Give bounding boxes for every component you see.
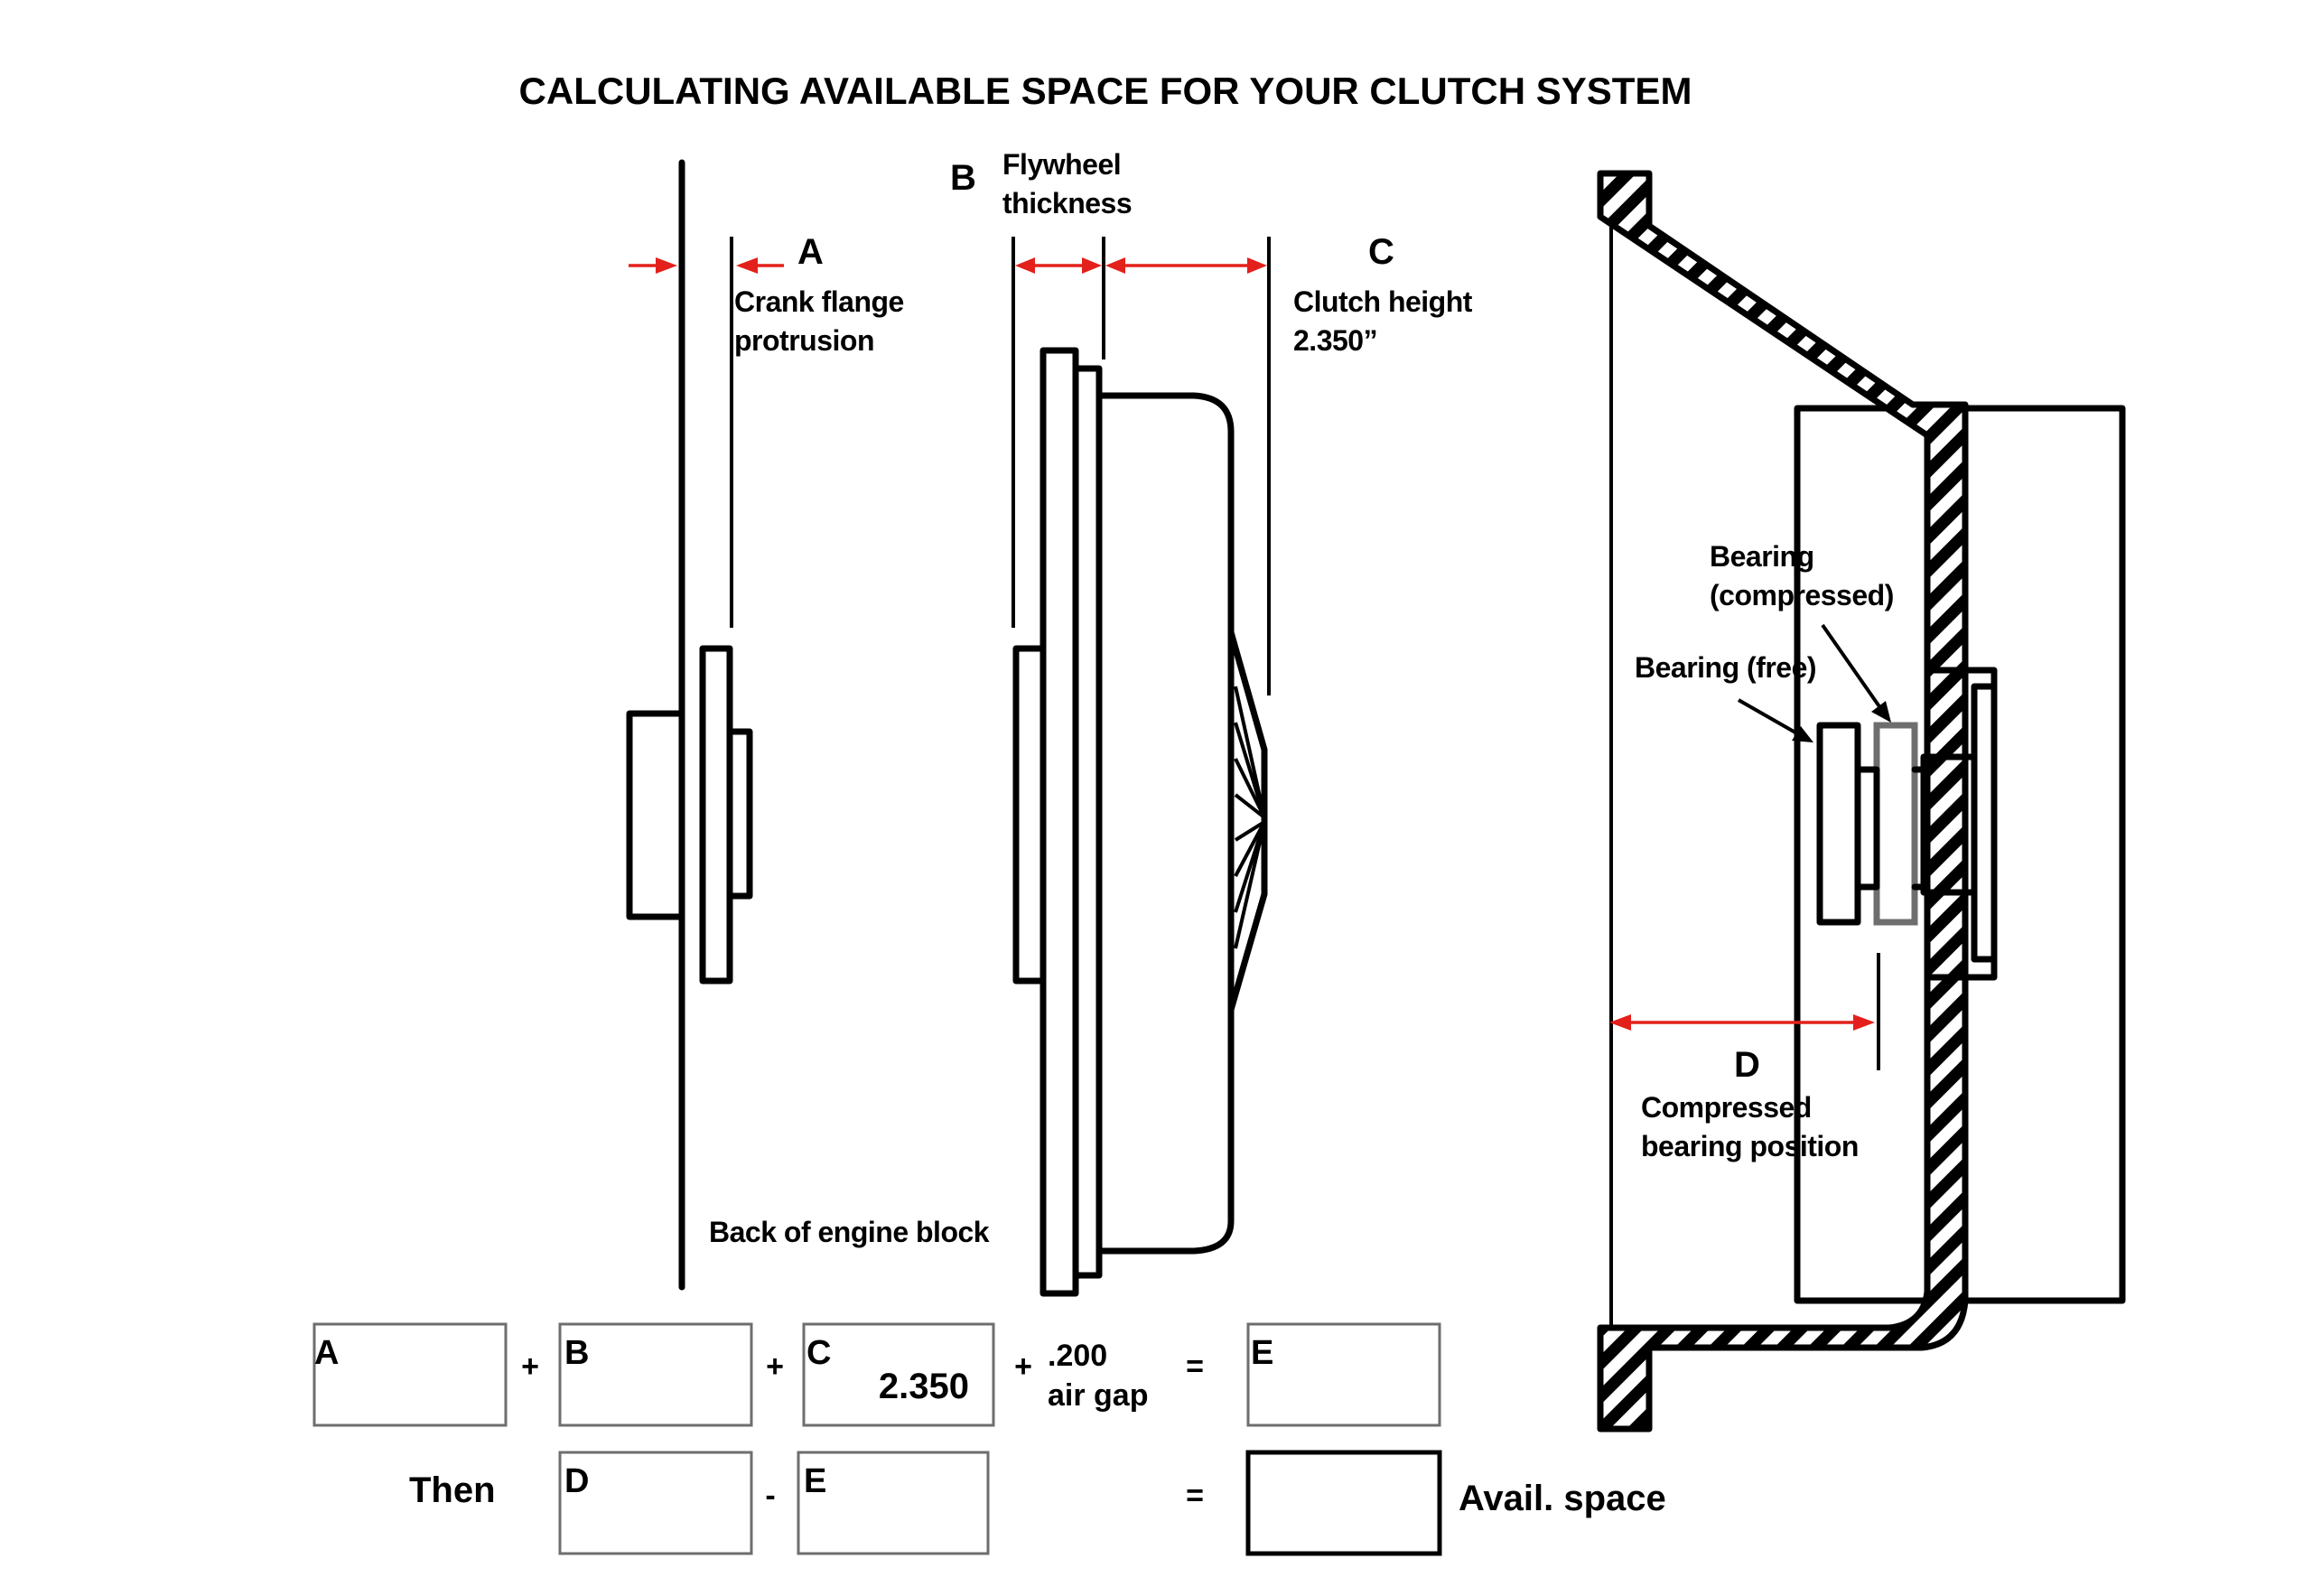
bellhousing-drawing <box>1597 170 2126 1433</box>
formula-row-1: A + B + C 2.350 + .200 air gap = E <box>312 1322 1441 1427</box>
minus-sign: - <box>765 1479 775 1513</box>
dimension-a-arrows <box>629 257 784 274</box>
input-box-d-letter: D <box>564 1462 589 1500</box>
input-box-d[interactable] <box>558 1451 753 1555</box>
bearing-free-label: Bearing (free) <box>1635 651 1816 684</box>
label-a-text-line2: protrusion <box>734 324 874 357</box>
flywheel-disc <box>1039 347 1079 1297</box>
dimension-c-arrow <box>1105 257 1267 274</box>
flywheel-clutch-drawing <box>1012 237 1271 1297</box>
air-gap-label: air gap <box>1048 1378 1148 1413</box>
formula-row-2: Then D - E = Avail. space <box>409 1450 1666 1556</box>
input-box-c-letter: C <box>806 1334 831 1372</box>
bearing-compressed <box>1873 722 1918 926</box>
bellhousing-wall <box>1597 170 1969 1433</box>
page-title: CALCULATING AVAILABLE SPACE FOR YOUR CLU… <box>519 70 1692 112</box>
equals-sign-1: = <box>1186 1349 1204 1384</box>
flywheel-friction-face <box>1072 365 1103 1279</box>
input-box-b-letter: B <box>564 1334 589 1372</box>
input-box-b[interactable] <box>558 1322 753 1427</box>
plus-sign-1: + <box>521 1349 539 1384</box>
bearing-spacer <box>1854 766 1880 891</box>
input-box-e-letter: E <box>1251 1334 1273 1372</box>
label-a: A <box>797 232 824 272</box>
clutch-cover <box>1095 392 1235 1255</box>
label-b: B <box>950 158 976 198</box>
dimension-b-arrow <box>1015 257 1102 274</box>
bearing-leader-arrows <box>1738 623 1891 742</box>
label-d-text-line1: Compressed <box>1641 1091 1812 1124</box>
crank-flange <box>699 645 733 985</box>
label-a-text-line1: Crank flange <box>734 285 904 318</box>
label-b-text-line1: Flywheel <box>1002 148 1121 181</box>
crank-flange-drawing <box>626 159 753 1291</box>
input-box-a-letter: A <box>314 1334 339 1372</box>
label-d: D <box>1734 1045 1760 1085</box>
crank-hub <box>626 710 685 920</box>
crank-pilot <box>726 728 753 900</box>
dimension-d-arrow <box>1609 1014 1875 1031</box>
engine-block-label: Back of engine block <box>709 1216 990 1248</box>
input-box-e-row2[interactable] <box>797 1451 990 1555</box>
label-c-text-line2: 2.350” <box>1293 324 1377 357</box>
available-space-box[interactable] <box>1245 1450 1442 1556</box>
plus-sign-2: + <box>766 1349 784 1384</box>
input-box-c-value: 2.350 <box>879 1367 969 1406</box>
input-box-a[interactable] <box>312 1322 508 1427</box>
input-shaft-stub <box>1920 753 1978 896</box>
bearing-compressed-label-line1: Bearing <box>1710 540 1814 573</box>
label-c-text-line1: Clutch height <box>1293 285 1473 318</box>
available-space-label: Avail. space <box>1459 1479 1666 1518</box>
flywheel-hub <box>1012 645 1047 985</box>
input-box-c[interactable] <box>802 1322 995 1427</box>
label-d-text-line2: bearing position <box>1641 1130 1859 1162</box>
bearing-compressed-label-line2: (compressed) <box>1710 579 1894 611</box>
then-label: Then <box>409 1470 496 1510</box>
input-box-e-row2-letter: E <box>804 1462 826 1500</box>
plus-sign-3: + <box>1014 1349 1032 1384</box>
label-c: C <box>1368 232 1394 272</box>
diaphragm-fingers <box>1234 686 1266 949</box>
equals-sign-2: = <box>1186 1479 1204 1513</box>
input-box-e[interactable] <box>1246 1322 1441 1427</box>
bearing-free <box>1816 722 1861 926</box>
air-gap-value: .200 <box>1048 1339 1107 1373</box>
label-b-text-line2: thickness <box>1002 187 1132 219</box>
